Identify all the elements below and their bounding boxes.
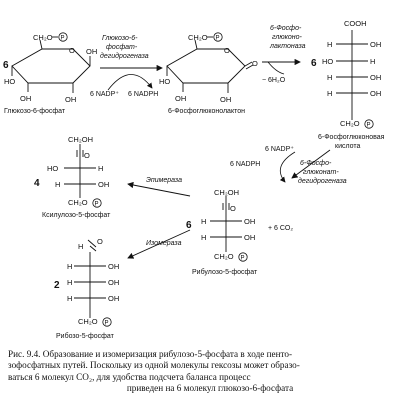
svg-text:O: O	[230, 204, 236, 213]
xylulose-count: 4	[34, 178, 40, 189]
svg-text:O: O	[224, 46, 230, 55]
ribose-count: 2	[54, 280, 60, 291]
svg-text:CH₂O: CH₂O	[188, 33, 208, 42]
svg-text:HO: HO	[4, 77, 15, 86]
gluconic-label-line2: кислота	[335, 143, 361, 150]
caption-line-3: ваться 6 молекул CO₂, для удобства подсч…	[8, 371, 251, 382]
svg-text:H: H	[327, 40, 332, 49]
ribose-label: Рибозо-5-фосфат	[56, 332, 115, 340]
nadp-label-2: 6 NADP⁺	[265, 146, 294, 153]
svg-text:HO: HO	[159, 77, 170, 86]
xylulose-5-phosphate-structure	[64, 144, 96, 198]
svg-text:P: P	[216, 36, 220, 42]
epimerase-label: Эпимераза	[146, 177, 182, 184]
phosphogluconic-acid-structure	[336, 30, 368, 120]
svg-text:OH: OH	[20, 94, 31, 103]
svg-text:CH₂O: CH₂O	[340, 119, 360, 128]
svg-text:COOH: COOH	[344, 19, 367, 28]
svg-text:HO: HO	[47, 164, 58, 173]
cofactor-arrow-3	[279, 151, 296, 183]
svg-text:O: O	[252, 59, 258, 68]
isomerase-label: Изомераза	[146, 240, 182, 247]
enzyme-g6pdh-line2: фосфат-	[106, 44, 138, 51]
lactone-label: 6-Фосфоглюконолактон	[168, 108, 245, 115]
svg-text:OH: OH	[98, 180, 109, 189]
enzyme-pgdh-line1: 6-Фосфо-	[300, 160, 332, 167]
svg-text:OH: OH	[370, 73, 381, 82]
isomerase-arrow	[127, 229, 191, 259]
gluconic-count: 6	[311, 58, 317, 69]
enzyme-g6pdh-line1: Глюкозо-6-	[102, 35, 138, 42]
ribulose-label: Рибулозо-5-фосфат	[192, 268, 258, 276]
nadph-label-1: 6 NADPH	[128, 91, 158, 98]
svg-text:OH: OH	[175, 94, 186, 103]
svg-text:P: P	[241, 256, 245, 262]
water-label: − 6H₂O	[262, 77, 286, 84]
reaction-arrow-3	[291, 149, 331, 179]
svg-text:H: H	[327, 73, 332, 82]
caption-line-4: приведен на 6 молекул глюкозо-6-фосфата	[126, 383, 294, 394]
svg-text:H: H	[201, 217, 206, 226]
svg-text:HO: HO	[322, 57, 333, 66]
co2-label: + 6 CO₂	[268, 225, 293, 232]
svg-text:CH₂OH: CH₂OH	[68, 135, 93, 144]
svg-text:H: H	[55, 180, 60, 189]
svg-text:H: H	[67, 262, 72, 271]
svg-text:OH: OH	[86, 47, 97, 56]
nadp-label-1: 6 NADP⁺	[90, 91, 119, 98]
glucose-6-phosphate-structure	[11, 36, 91, 93]
enzyme-lactonase-line1: 6-Фосфо-	[270, 25, 302, 32]
cofactor-arrow-1	[107, 74, 153, 91]
enzyme-pgdh-line2: глюконат-	[303, 169, 339, 176]
enzyme-lactonase-line3: лактоназа	[269, 43, 306, 50]
xylulose-label: Ксилулозо-5-фосфат	[42, 212, 111, 219]
svg-text:H: H	[201, 233, 206, 242]
svg-text:H: H	[78, 242, 83, 251]
svg-text:OH: OH	[108, 262, 119, 271]
nadph-label-2: 6 NADPH	[230, 161, 260, 168]
gluconic-label-line1: 6-Фосфоглюконовая	[318, 134, 385, 141]
svg-text:CH₂O: CH₂O	[214, 252, 234, 261]
ribulose-5-phosphate-structure	[210, 196, 242, 252]
ribose-5-phosphate-structure	[74, 239, 106, 318]
svg-text:CH₂O: CH₂O	[33, 33, 53, 42]
svg-text:OH: OH	[244, 233, 255, 242]
svg-text:OH: OH	[370, 89, 381, 98]
caption-line-1: Рис. 9.4. Образование и изомеризация риб…	[8, 349, 293, 359]
svg-text:H: H	[370, 57, 375, 66]
svg-text:CH₂O: CH₂O	[68, 198, 88, 207]
epimerase-arrow	[127, 181, 191, 197]
svg-text:OH: OH	[370, 40, 381, 49]
svg-text:H: H	[327, 89, 332, 98]
svg-text:P: P	[95, 202, 99, 208]
svg-text:O: O	[69, 46, 75, 55]
svg-text:H: H	[98, 164, 103, 173]
ribulose-count: 6	[186, 220, 192, 231]
svg-text:OH: OH	[108, 294, 119, 303]
enzyme-g6pdh-line3: дегидрогеназа	[100, 52, 149, 60]
glucose-count: 6	[3, 60, 9, 71]
svg-text:OH: OH	[244, 217, 255, 226]
svg-text:O: O	[84, 151, 90, 160]
svg-text:H: H	[67, 294, 72, 303]
caption-line-2: зофосфатных путей. Поскольку из одной мо…	[8, 360, 300, 371]
svg-text:P: P	[61, 36, 65, 42]
glucose-6-phosphate-label: Глюкозо-6-фосфат	[4, 108, 66, 115]
svg-text:H: H	[67, 278, 72, 287]
svg-text:O: O	[97, 237, 103, 246]
svg-text:P: P	[105, 321, 109, 327]
svg-text:CH₂O: CH₂O	[78, 317, 98, 326]
svg-text:OH: OH	[220, 95, 231, 104]
enzyme-lactonase-line2: глюконо-	[272, 34, 303, 41]
enzyme-pgdh-line3: дегидрогеназа	[298, 177, 347, 185]
phosphogluconolactone-structure	[166, 36, 254, 93]
svg-text:OH: OH	[108, 278, 119, 287]
svg-text:OH: OH	[65, 95, 76, 104]
figure-caption: Рис. 9.4. Образование и изомеризация риб…	[8, 349, 412, 395]
svg-text:CH₂OH: CH₂OH	[214, 188, 239, 197]
water-arrow	[267, 61, 285, 75]
svg-text:P: P	[367, 123, 371, 129]
